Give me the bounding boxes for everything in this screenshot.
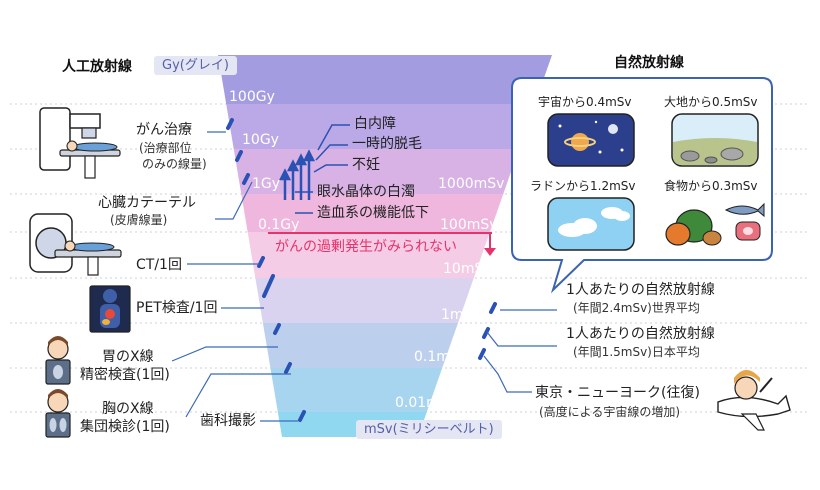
effect-arrows	[278, 149, 316, 200]
chest-xray-note: 集団検診(1回)	[80, 419, 170, 435]
world-average-note: (年間2.4mSv)世界平均	[573, 301, 700, 315]
radon-image	[547, 197, 635, 251]
scale-gy-100: 100Gy	[229, 89, 275, 105]
flight-note: (高度による宇宙線の増加)	[539, 405, 681, 419]
effect-lens-opacity: 眼水晶体の白濁	[317, 184, 415, 200]
therapy-note-1: (治療部位	[139, 141, 192, 155]
japan-average-label: 1人あたりの自然放射線	[566, 326, 715, 342]
effect-hematopoietic: 造血系の機能低下	[317, 205, 429, 221]
threshold-arrowhead	[484, 248, 496, 256]
stomach-xray-label: 胃のX線	[102, 349, 154, 365]
catheter-label: 心臓カテーテル	[98, 195, 196, 211]
effect-hair-loss: 一時的脱毛	[352, 136, 422, 152]
chest-xray-person-illustration	[45, 389, 71, 438]
airplane-traveller-illustration	[717, 370, 791, 431]
pet-label: PET検査/1回	[136, 300, 218, 316]
ground-image	[671, 113, 759, 167]
ct-label: CT/1回	[136, 257, 182, 273]
scale-gy-10: 10Gy	[242, 132, 279, 148]
world-average-label: 1人あたりの自然放射線	[566, 282, 715, 298]
natural-radiation-title: 自然放射線	[614, 55, 684, 71]
dose-markers-right	[478, 302, 497, 360]
natural-source-ground: 大地から0.5mSv	[664, 95, 758, 109]
dental-label: 歯科撮影	[200, 413, 256, 429]
threshold-text: がんの過剰発生がみられない	[275, 239, 457, 255]
stomach-xray-person-illustration	[45, 336, 71, 385]
chest-xray-label: 胸のX線	[102, 401, 154, 417]
effect-infertility: 不妊	[352, 157, 380, 173]
pet-scan-illustration	[89, 285, 131, 333]
msv-unit-label: mSv(ミリシーベルト)	[356, 420, 502, 439]
food-image	[665, 202, 765, 246]
natural-source-space: 宇宙から0.4mSv	[538, 95, 632, 109]
scale-msv-0-01: 0.01mSv	[395, 395, 457, 411]
dose-markers-left	[226, 118, 306, 422]
radiotherapy-machine-illustration	[39, 107, 121, 179]
scale-msv-10: 10mSv	[443, 261, 492, 277]
scale-gy-0-1: 0.1Gy	[258, 217, 300, 233]
ct-scanner-illustration	[29, 213, 122, 276]
flight-label: 東京・ニューヨーク(往復)	[535, 385, 700, 401]
scale-msv-100: 100mSv	[440, 217, 498, 233]
scale-msv-1000: 1000mSv	[438, 176, 505, 192]
catheter-note: (皮膚線量)	[110, 213, 168, 227]
scale-msv-0-1: 0.1mSv	[414, 349, 468, 365]
natural-source-radon: ラドンから1.2mSv	[530, 179, 636, 193]
connector-lines	[171, 131, 557, 422]
artificial-radiation-title: 人工放射線	[62, 59, 132, 75]
scale-msv-1: 1mSv	[441, 307, 481, 323]
gy-unit-label: Gy(グレイ)	[154, 56, 237, 75]
space-image	[547, 113, 635, 167]
effect-cataract: 白内障	[354, 116, 396, 132]
therapy-note-2: のみの線量)	[142, 157, 207, 171]
japan-average-note: (年間1.5mSv)日本平均	[573, 345, 700, 359]
therapy-label: がん治療	[136, 122, 192, 138]
effect-leaders	[295, 124, 350, 214]
natural-source-food: 食物から0.3mSv	[664, 179, 758, 193]
stomach-xray-note: 精密検査(1回)	[80, 367, 170, 383]
scale-gy-1: 1Gy	[252, 176, 281, 192]
